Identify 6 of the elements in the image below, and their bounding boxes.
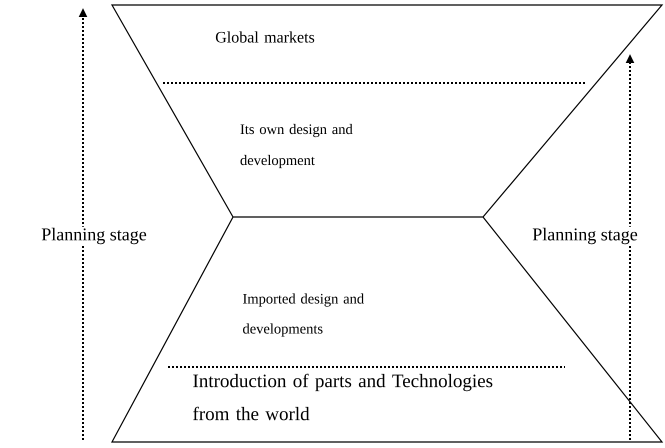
band-label: Its own design and development bbox=[240, 124, 353, 168]
band-label: Introduction of parts and Technologies from the world bbox=[193, 374, 492, 420]
band-label: Global markets bbox=[216, 31, 314, 43]
band-label: Imported design and developments bbox=[243, 293, 364, 337]
stage-label: Planning stage bbox=[531, 226, 639, 246]
stage-label: Planning stage bbox=[40, 226, 148, 246]
